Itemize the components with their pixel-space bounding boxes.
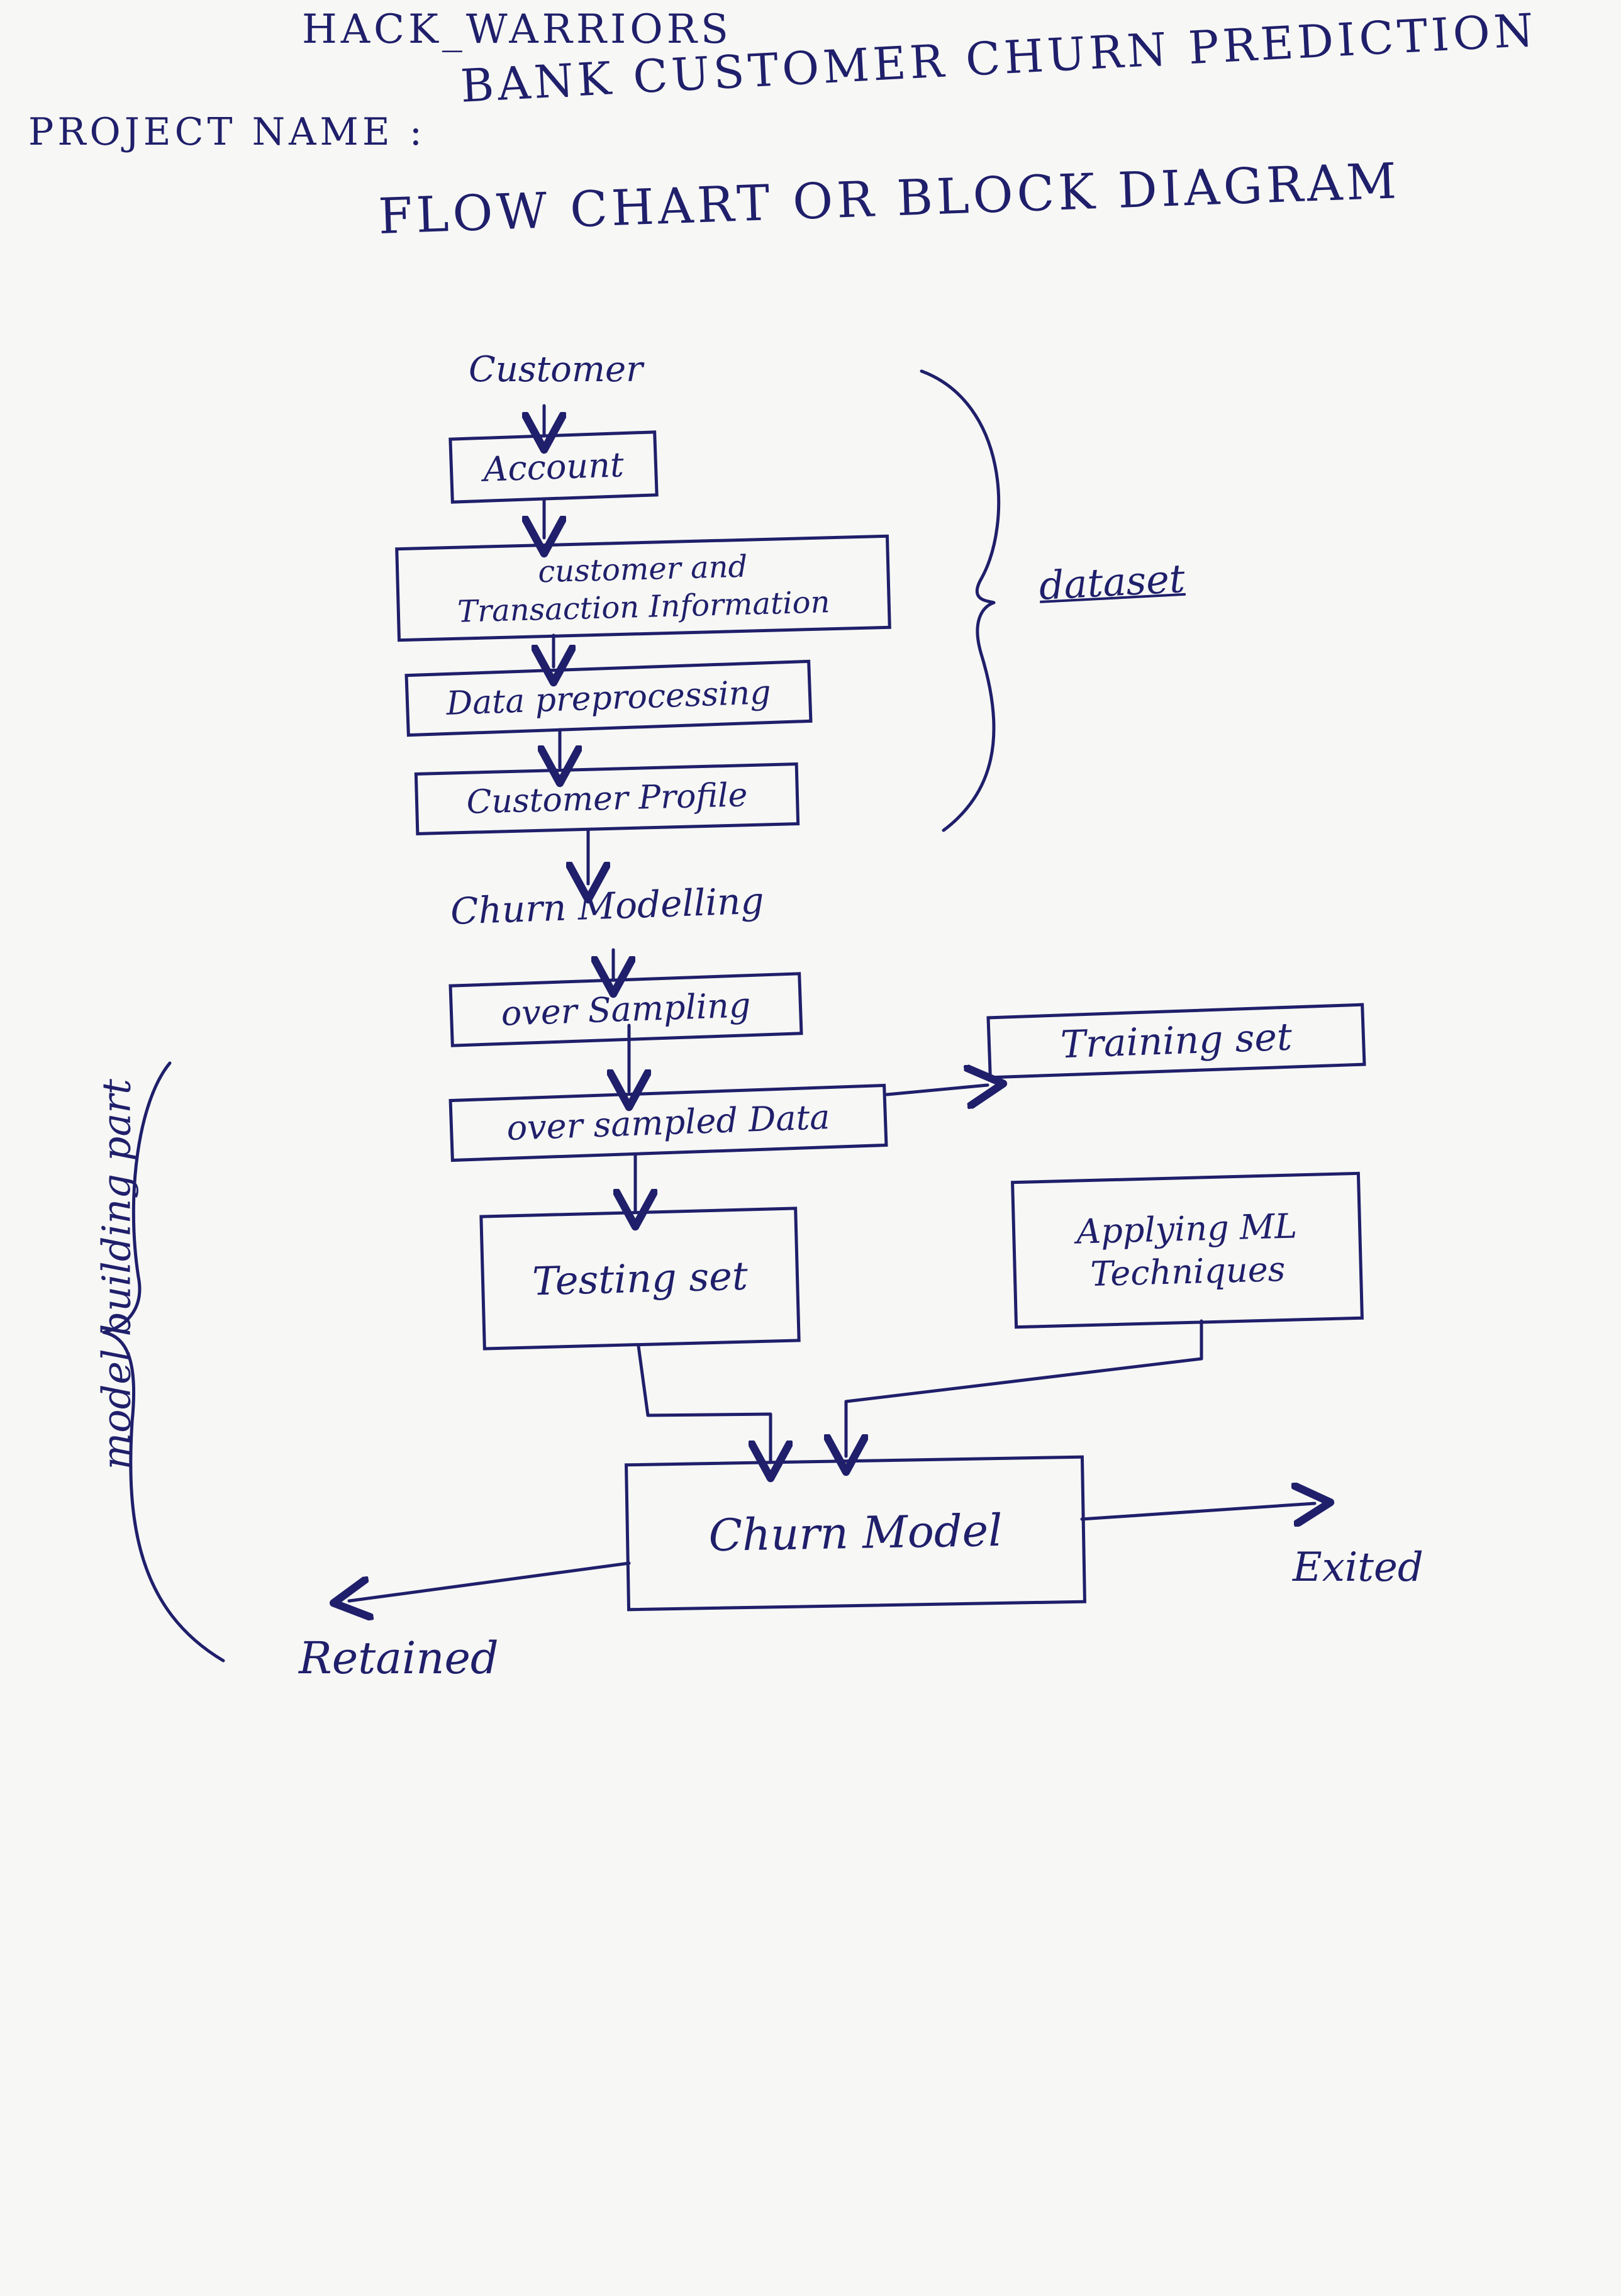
- ml-techniques-line2: Techniques: [1089, 1249, 1286, 1294]
- testing-set-label: Testing set: [532, 1252, 749, 1305]
- account-box: Account: [448, 430, 659, 504]
- customer-transaction-line2: Transaction Information: [457, 584, 831, 630]
- model-building-label: model building part: [93, 1079, 140, 1470]
- customer-transaction-box: customer and Transaction Information: [395, 534, 891, 642]
- churn-model-label: Churn Model: [708, 1504, 1003, 1561]
- customer-profile-label: Customer Profile: [465, 776, 749, 822]
- data-preprocessing-label: Data preprocessing: [445, 673, 772, 723]
- customer-label: Customer: [469, 349, 643, 390]
- over-sampled-data-label: over sampled Data: [506, 1097, 831, 1149]
- account-label: Account: [482, 444, 625, 489]
- customer-profile-box: Customer Profile: [414, 762, 800, 835]
- customer-transaction-line1: customer and: [537, 549, 748, 590]
- ml-techniques-box: Applying ML Techniques: [1011, 1171, 1364, 1329]
- ml-techniques-line1: Applying ML: [1076, 1206, 1298, 1252]
- over-sampling-box: over Sampling: [448, 972, 803, 1047]
- training-set-label: Training set: [1059, 1015, 1293, 1067]
- retained-label: Retained: [299, 1632, 499, 1684]
- churn-model-box: Churn Model: [625, 1455, 1086, 1612]
- training-set-box: Training set: [986, 1003, 1366, 1079]
- over-sampling-label: over Sampling: [500, 985, 752, 1034]
- exited-label: Exited: [1293, 1544, 1423, 1591]
- project-prefix: PROJECT NAME :: [28, 110, 426, 154]
- team-name: HACK_WARRIORS: [302, 6, 732, 53]
- testing-set-box: Testing set: [479, 1207, 801, 1351]
- dataset-label: dataset: [1038, 555, 1186, 609]
